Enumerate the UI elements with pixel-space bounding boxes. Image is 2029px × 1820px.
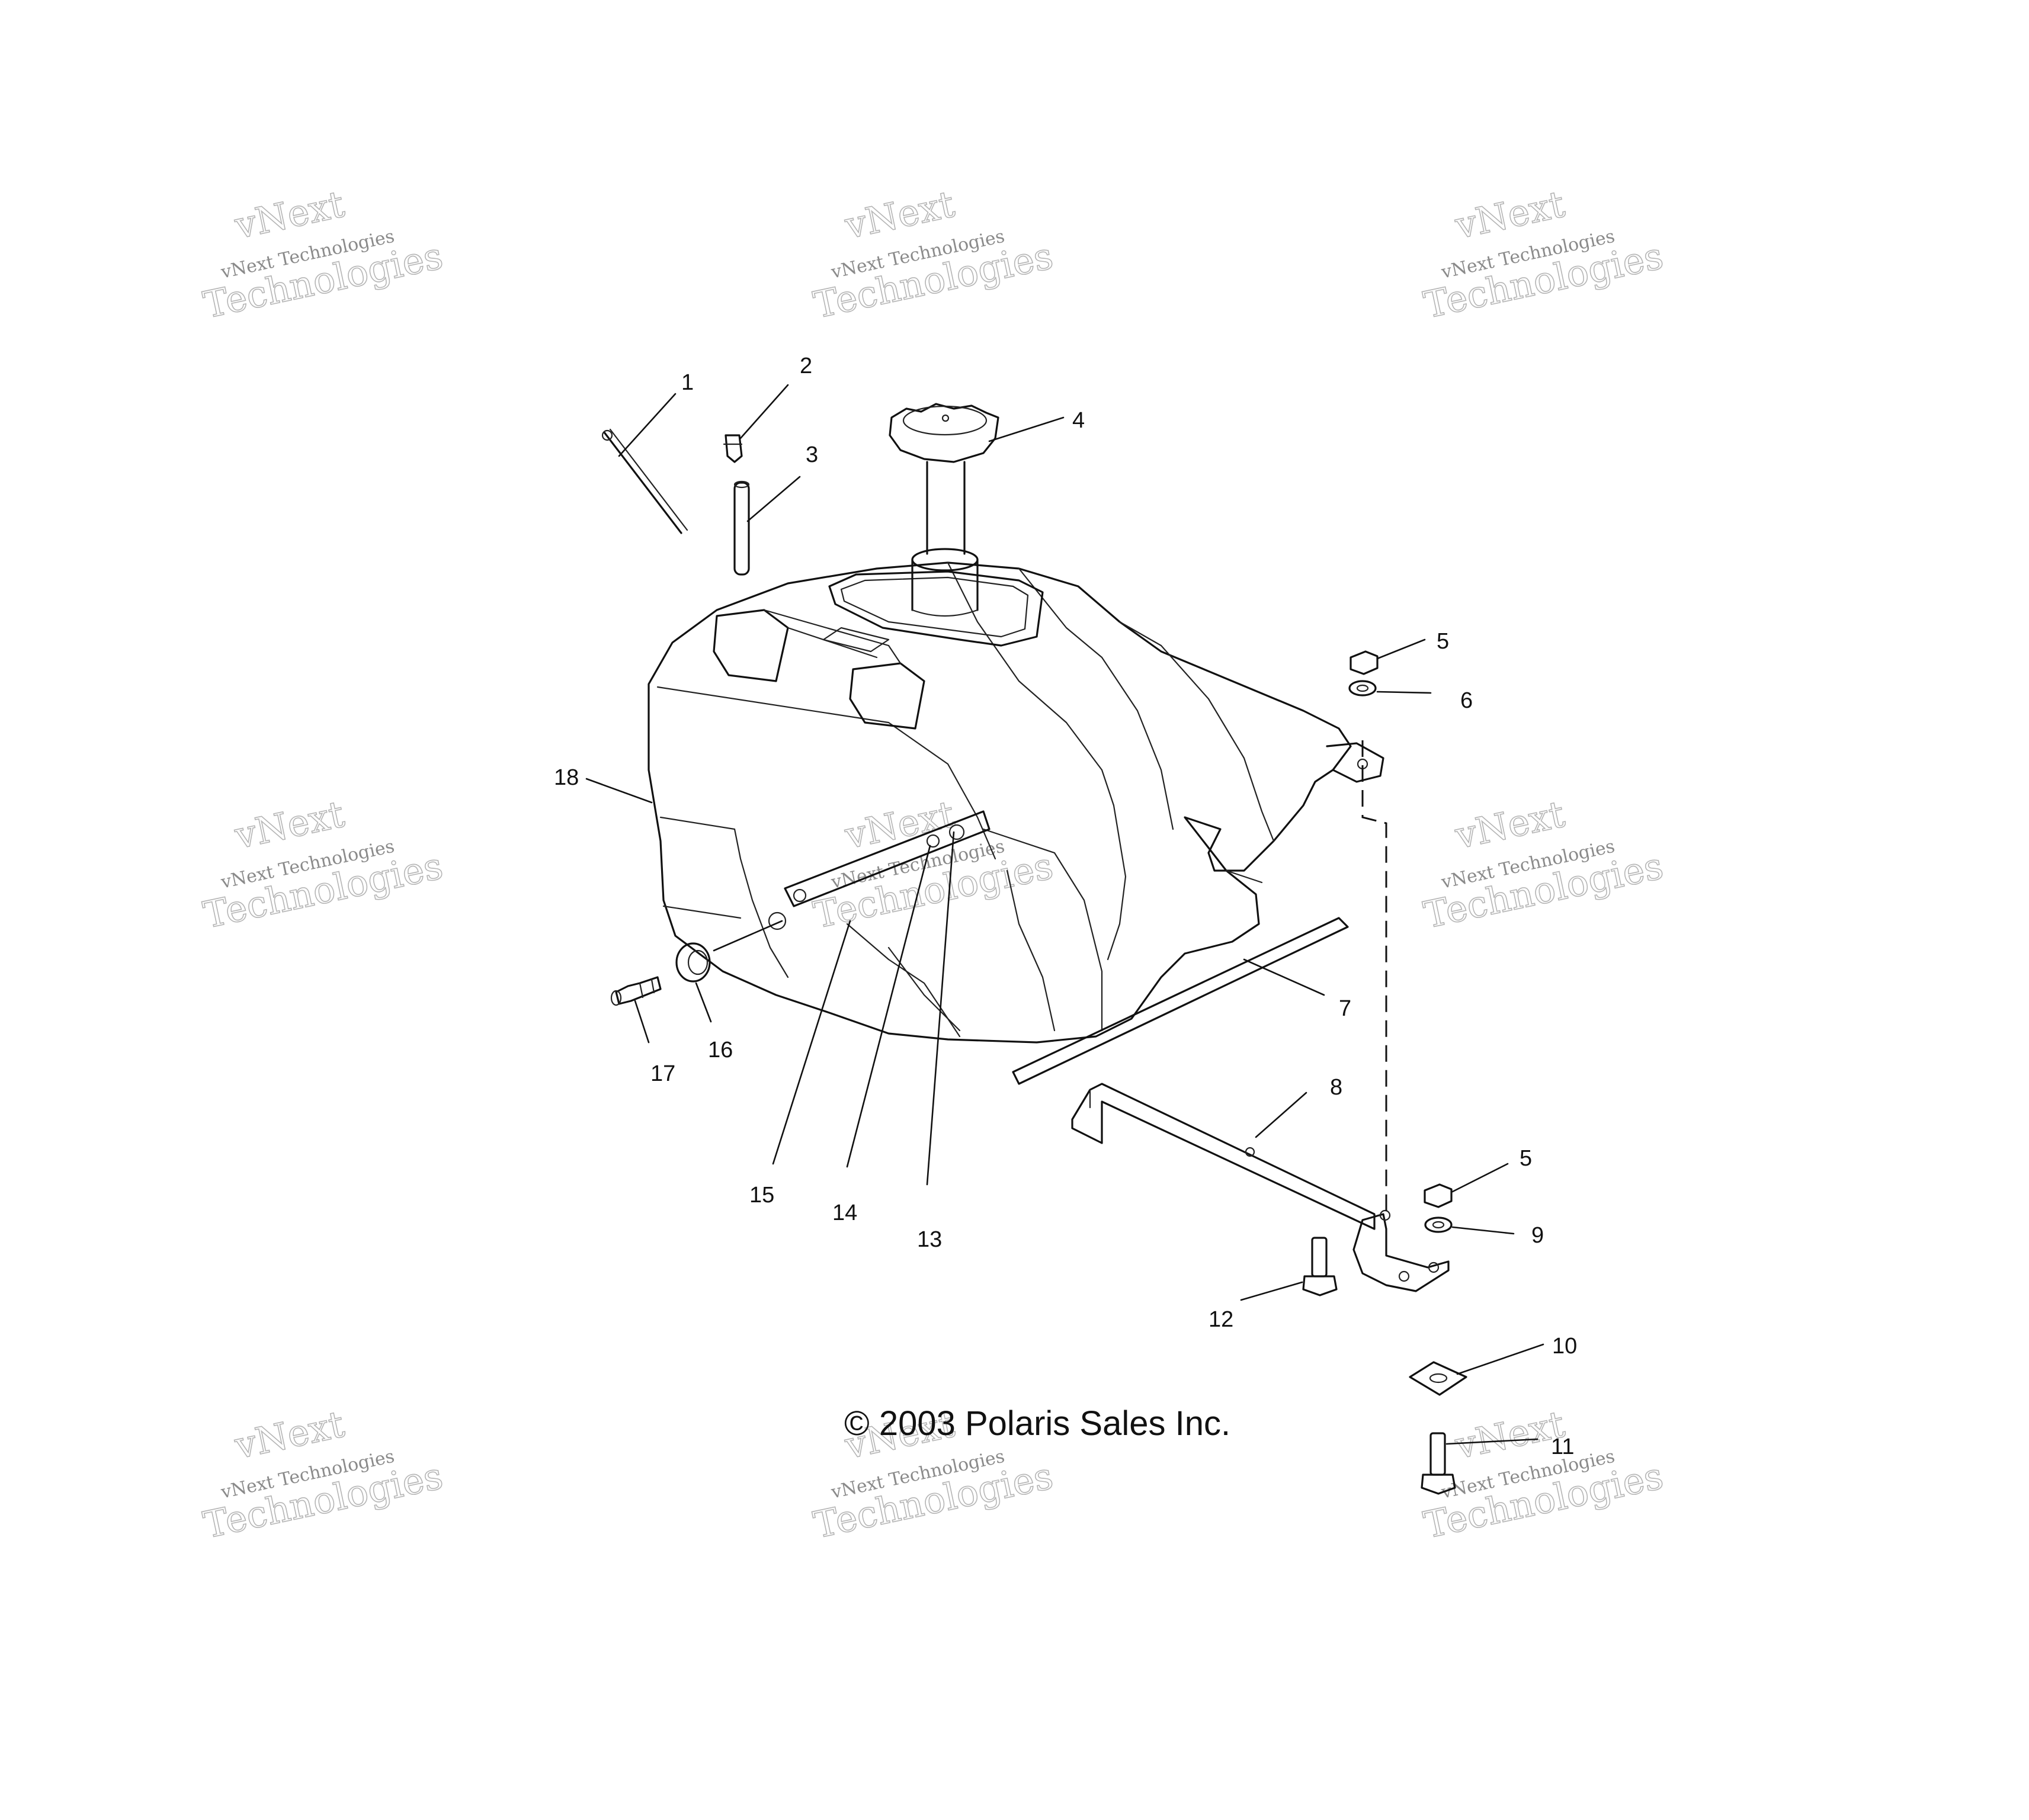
callout-label: 10 xyxy=(1552,1334,1577,1359)
callout-label: 13 xyxy=(917,1227,942,1252)
part-16-grommet xyxy=(675,942,711,983)
callout-label: 6 xyxy=(1460,688,1473,713)
callout-label: 4 xyxy=(1072,408,1085,433)
watermark-vnext: vNext xyxy=(841,182,958,248)
part-10-pad xyxy=(1409,1361,1467,1396)
callout-label: 5 xyxy=(1520,1146,1532,1171)
copyright-text: © 2003 Polaris Sales Inc. xyxy=(844,1404,1230,1443)
callout-label: 14 xyxy=(832,1201,857,1225)
part-5-nut-upper xyxy=(1350,650,1379,675)
callout-label: 9 xyxy=(1531,1223,1544,1248)
part-1-vent-tie xyxy=(601,428,688,534)
part-2-fitting xyxy=(723,434,743,463)
callout-label: 2 xyxy=(800,354,812,378)
watermark-tile: vNext vNext Technologies Technologies xyxy=(199,792,447,938)
part-6-washer xyxy=(1348,680,1377,696)
watermark-vnext: vNext xyxy=(1451,792,1568,858)
part-5-nut-lower xyxy=(1424,1183,1453,1208)
part-11-bolt xyxy=(1421,1432,1456,1495)
callout-label: 17 xyxy=(650,1061,675,1086)
part-17-valve xyxy=(610,976,662,1006)
assembly-line xyxy=(1361,740,1387,1211)
part-9-washer xyxy=(1424,1216,1453,1233)
callout-label: 7 xyxy=(1339,996,1351,1021)
fuel-tank xyxy=(648,561,1384,1044)
callout-label: 12 xyxy=(1209,1307,1233,1332)
callout-label: 8 xyxy=(1330,1075,1342,1100)
callout-label: 15 xyxy=(749,1183,774,1208)
watermark-tile: vNext vNext Technologies Technologies xyxy=(1419,182,1667,328)
part-7-strip xyxy=(1012,917,1349,1085)
callout-label: 3 xyxy=(806,442,818,467)
watermark-tile: vNext vNext Technologies Technologies xyxy=(809,182,1057,328)
callout-label: 1 xyxy=(681,370,694,395)
part-3-hose xyxy=(733,480,750,576)
part-4-fuel-cap xyxy=(889,403,999,617)
watermark-vnext: vNext xyxy=(1451,182,1568,248)
callout-labels: 1 2 3 4 5 6 7 8 5 9 10 11 12 13 14 15 16… xyxy=(554,354,1577,1459)
watermark-tile: vNext vNext Technologies Technologies xyxy=(199,182,447,328)
watermark-tile: vNext vNext Technologies Technologies xyxy=(1419,792,1667,938)
part-8-bracket xyxy=(1071,1083,1450,1292)
callout-label: 5 xyxy=(1437,629,1449,654)
watermark-tile: vNext vNext Technologies Technologies xyxy=(199,1402,447,1548)
callout-label: 18 xyxy=(554,765,579,790)
watermark-tile: vNext vNext Technologies Technologies xyxy=(809,792,1057,938)
watermark-layer: vNext vNext Technologies Technologies vN… xyxy=(199,182,1667,1548)
part-12-bolt xyxy=(1302,1237,1338,1296)
watermark-vnext: vNext xyxy=(230,182,348,248)
callout-label: 11 xyxy=(1551,1434,1574,1459)
callout-label: 16 xyxy=(708,1038,733,1063)
leader-lines xyxy=(585,384,1544,1445)
watermark-vnext: vNext xyxy=(230,1402,348,1468)
watermark-vnext: vNext xyxy=(230,792,348,858)
